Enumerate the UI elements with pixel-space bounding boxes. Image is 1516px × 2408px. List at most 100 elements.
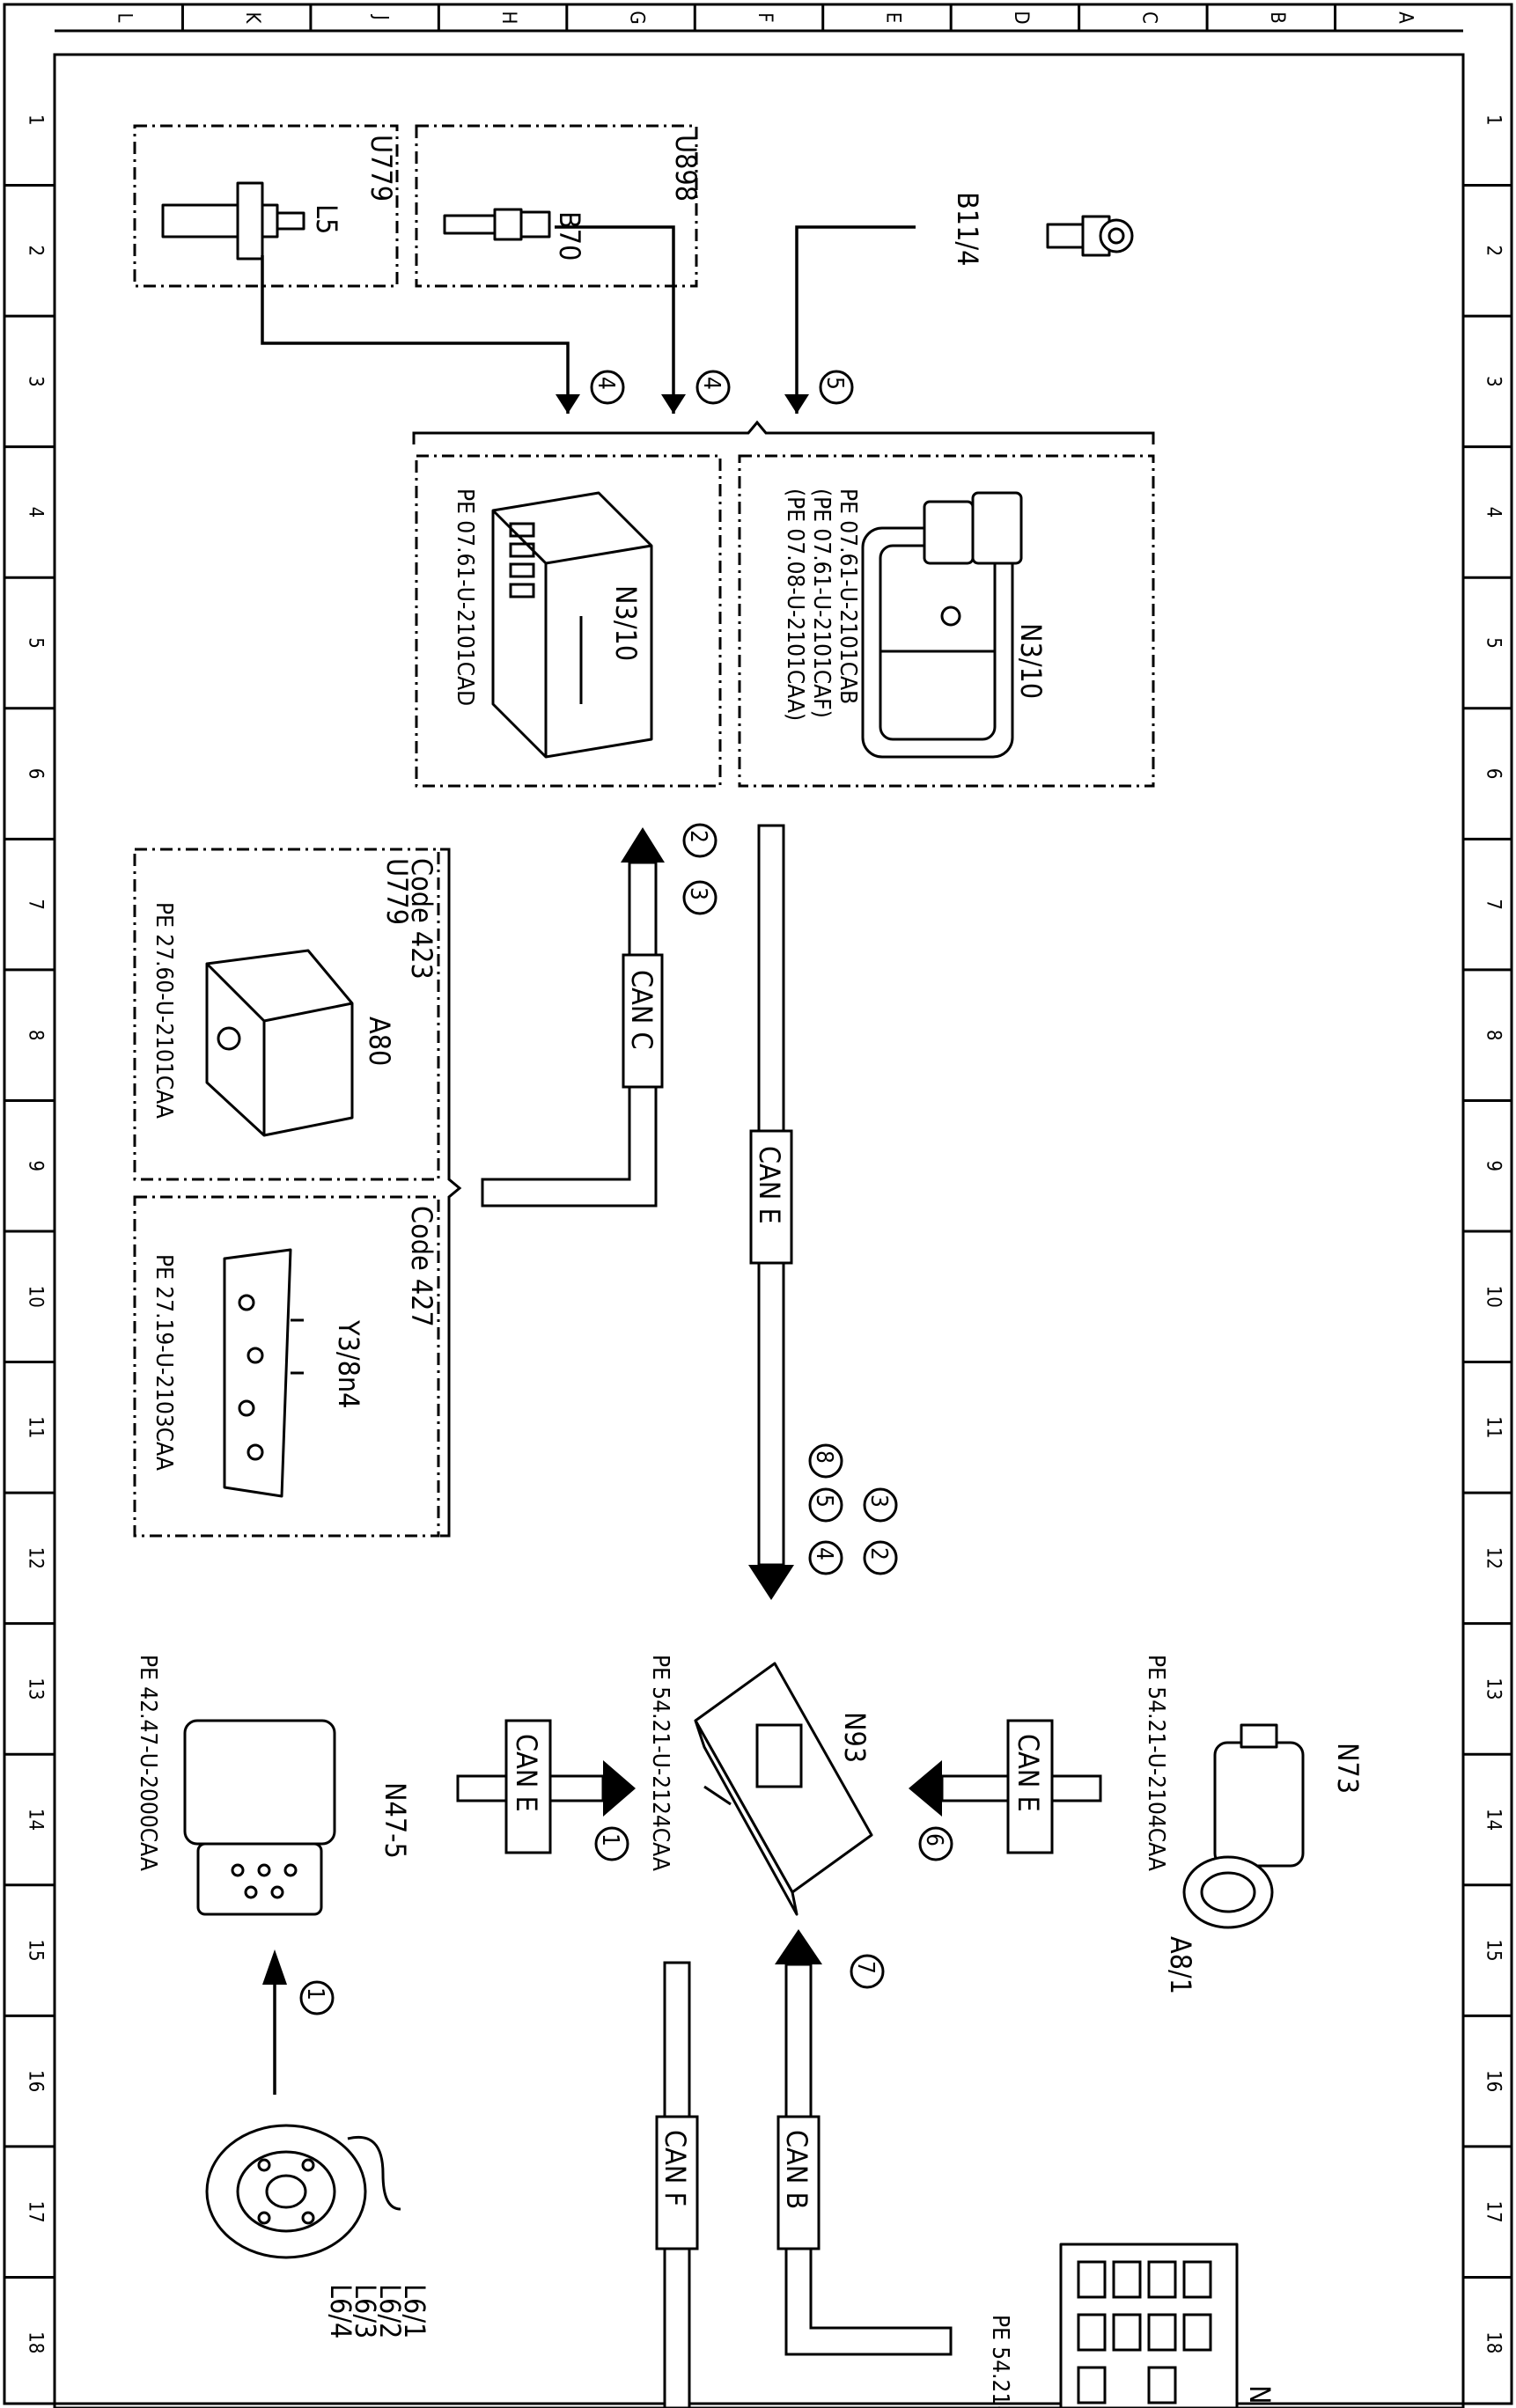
b70-signal-badge: 4 <box>698 377 725 390</box>
box-u779-top: U779 <box>133 124 399 288</box>
badge-4: 4 <box>811 1547 837 1560</box>
row-label-13-right: 13 <box>1483 1678 1505 1700</box>
row-label-11-left: 11 <box>25 1416 47 1438</box>
row-label-15-right: 15 <box>1483 1939 1505 1961</box>
row-label-1-right: 1 <box>1483 114 1505 126</box>
can-c-badge-top: 2 <box>685 830 711 843</box>
wheel-speed-sensor-icon <box>205 2124 401 2259</box>
can-e-right-label: CAN E <box>1012 1734 1045 1812</box>
n3-10-b-reference-3[interactable]: (PE 07.08-U-2101CAA) <box>782 488 808 721</box>
partial-connector-icon <box>1059 2243 1239 2408</box>
row-label-5-left: 5 <box>25 637 47 649</box>
box-u898-label: U898 <box>669 135 703 202</box>
a80-code-label: Code 423 <box>405 858 438 980</box>
row-label-1-left: 1 <box>25 114 47 126</box>
n93-reference[interactable]: PE 54.21-U-2124CAA <box>647 1655 673 1871</box>
row-label-15-left: 15 <box>25 1939 47 1961</box>
wheel-label-3: L6/3 <box>349 2284 382 2338</box>
row-label-4-right: 4 <box>1483 507 1505 518</box>
row-label-9-right: 9 <box>1483 1160 1505 1171</box>
row-label-16-left: 16 <box>25 2070 47 2092</box>
n3-10-a-reference[interactable]: PE 07.61-U-2101CAD <box>452 488 478 706</box>
row-label-13-left: 13 <box>25 1678 47 1700</box>
column-label-g: G <box>626 11 648 24</box>
can-b-badge: 7 <box>852 1961 879 1974</box>
row-label-7-left: 7 <box>25 899 47 910</box>
row-label-8-right: 8 <box>1483 1030 1505 1041</box>
can-e-left-label: CAN E <box>510 1734 543 1812</box>
a80-label: A80 <box>363 1017 396 1066</box>
can-c-bus: CAN C 2 3 <box>481 823 718 1208</box>
y3-8n4-reference[interactable]: PE 27.19-U-2103CAA <box>151 1254 177 1471</box>
can-c-label: CAN C <box>625 970 659 1050</box>
row-label-2-left: 2 <box>25 246 47 257</box>
b70-to-n3-10-wire: 4 <box>555 225 731 414</box>
box-y3-8n4: Code 427 <box>133 1195 440 1538</box>
n47-5-label: N47-5 <box>379 1782 412 1859</box>
column-label-f: F <box>754 12 776 22</box>
a80-reference[interactable]: PE 27.60-U-2101CAA <box>151 902 177 1119</box>
b11-4-sensor-icon <box>1046 215 1134 257</box>
row-label-3-left: 3 <box>25 376 47 387</box>
partial-component-label: N <box>1243 2385 1277 2404</box>
l5-sensor-icon <box>161 181 305 261</box>
n3-10-b-reference-2[interactable]: (PE 07.61-U-2101CAF) <box>808 488 835 718</box>
can-e-main-bus: CAN E <box>748 824 794 1600</box>
can-c-badge-bottom: 3 <box>685 887 711 900</box>
badge-5: 5 <box>811 1494 837 1508</box>
n93-module-icon <box>694 1662 873 1916</box>
row-label-12-left: 12 <box>25 1547 47 1569</box>
wheel-to-n47-5-wire: 1 <box>262 1949 335 2095</box>
box-a80: Code 423 U779 <box>133 848 440 1181</box>
wheel-label-4: L6/4 <box>324 2284 357 2338</box>
can-e-right-bus: CAN E 6 <box>909 1719 1102 1861</box>
row-label-12-right: 12 <box>1483 1547 1505 1569</box>
row-label-4-left: 4 <box>25 507 47 518</box>
column-label-a: A <box>1394 11 1416 24</box>
a8-1-label: A8/1 <box>1164 1936 1197 1994</box>
wheel-label-2: L6/2 <box>373 2284 407 2338</box>
b70-sensor-icon <box>443 208 551 241</box>
n3-10-a-label: N3/10 <box>609 585 643 661</box>
row-label-14-left: 14 <box>25 1809 47 1831</box>
row-label-5-right: 5 <box>1483 637 1505 649</box>
b11-4-signal-badge: 5 <box>821 377 848 390</box>
can-b-bus: CAN B 7 <box>775 1929 953 2356</box>
can-e-main-label: CAN E <box>753 1146 786 1224</box>
n3-10-b-label: N3/10 <box>1014 623 1048 699</box>
box-n3-10-u779 <box>415 454 722 788</box>
column-label-d: D <box>1010 11 1032 24</box>
row-label-16-right: 16 <box>1483 2070 1505 2092</box>
b11-4-to-n3-10-wire: 5 <box>784 225 916 414</box>
bracket-a80-y3 <box>440 848 462 1538</box>
column-label-h: H <box>497 11 519 25</box>
column-label-l: L <box>114 12 136 22</box>
column-label-b: B <box>1266 11 1288 24</box>
row-label-17-right: 17 <box>1483 2201 1505 2223</box>
row-label-18-right: 18 <box>1483 2331 1505 2353</box>
n73-reference[interactable]: PE 54.21-U-2104CAA <box>1143 1655 1169 1871</box>
a80-variant-label: U779 <box>380 858 414 925</box>
n47-5-reference[interactable]: PE 42.47-U-2000CAA <box>135 1655 161 1871</box>
n73-ignition-switch-icon <box>1182 1723 1305 1929</box>
wheel-label-1: L6/1 <box>398 2284 431 2338</box>
n47-5-module-icon <box>183 1719 336 1916</box>
box-u779-top-label: U779 <box>364 135 398 202</box>
badge-2: 2 <box>865 1547 892 1560</box>
row-label-18-left: 18 <box>25 2331 47 2353</box>
row-label-10-left: 10 <box>25 1286 47 1308</box>
b70-label: B70 <box>553 211 586 261</box>
y3-8n4-label: Y3/8n4 <box>332 1319 365 1408</box>
row-label-17-left: 17 <box>25 2201 47 2223</box>
l5-signal-badge: 4 <box>592 377 619 390</box>
can-f-bus: CAN F <box>655 1961 699 2408</box>
row-label-6-left: 6 <box>25 768 47 780</box>
n3-10-b-reference-1[interactable]: PE 07.61-U-2101CAB <box>835 488 861 704</box>
b11-4-label: B11/4 <box>951 192 984 266</box>
row-label-9-left: 9 <box>25 1160 47 1171</box>
column-label-c: C <box>1137 11 1159 24</box>
l5-label: L5 <box>310 204 343 234</box>
partial-reference[interactable]: PE 54.21-U-21( <box>987 2315 1013 2408</box>
